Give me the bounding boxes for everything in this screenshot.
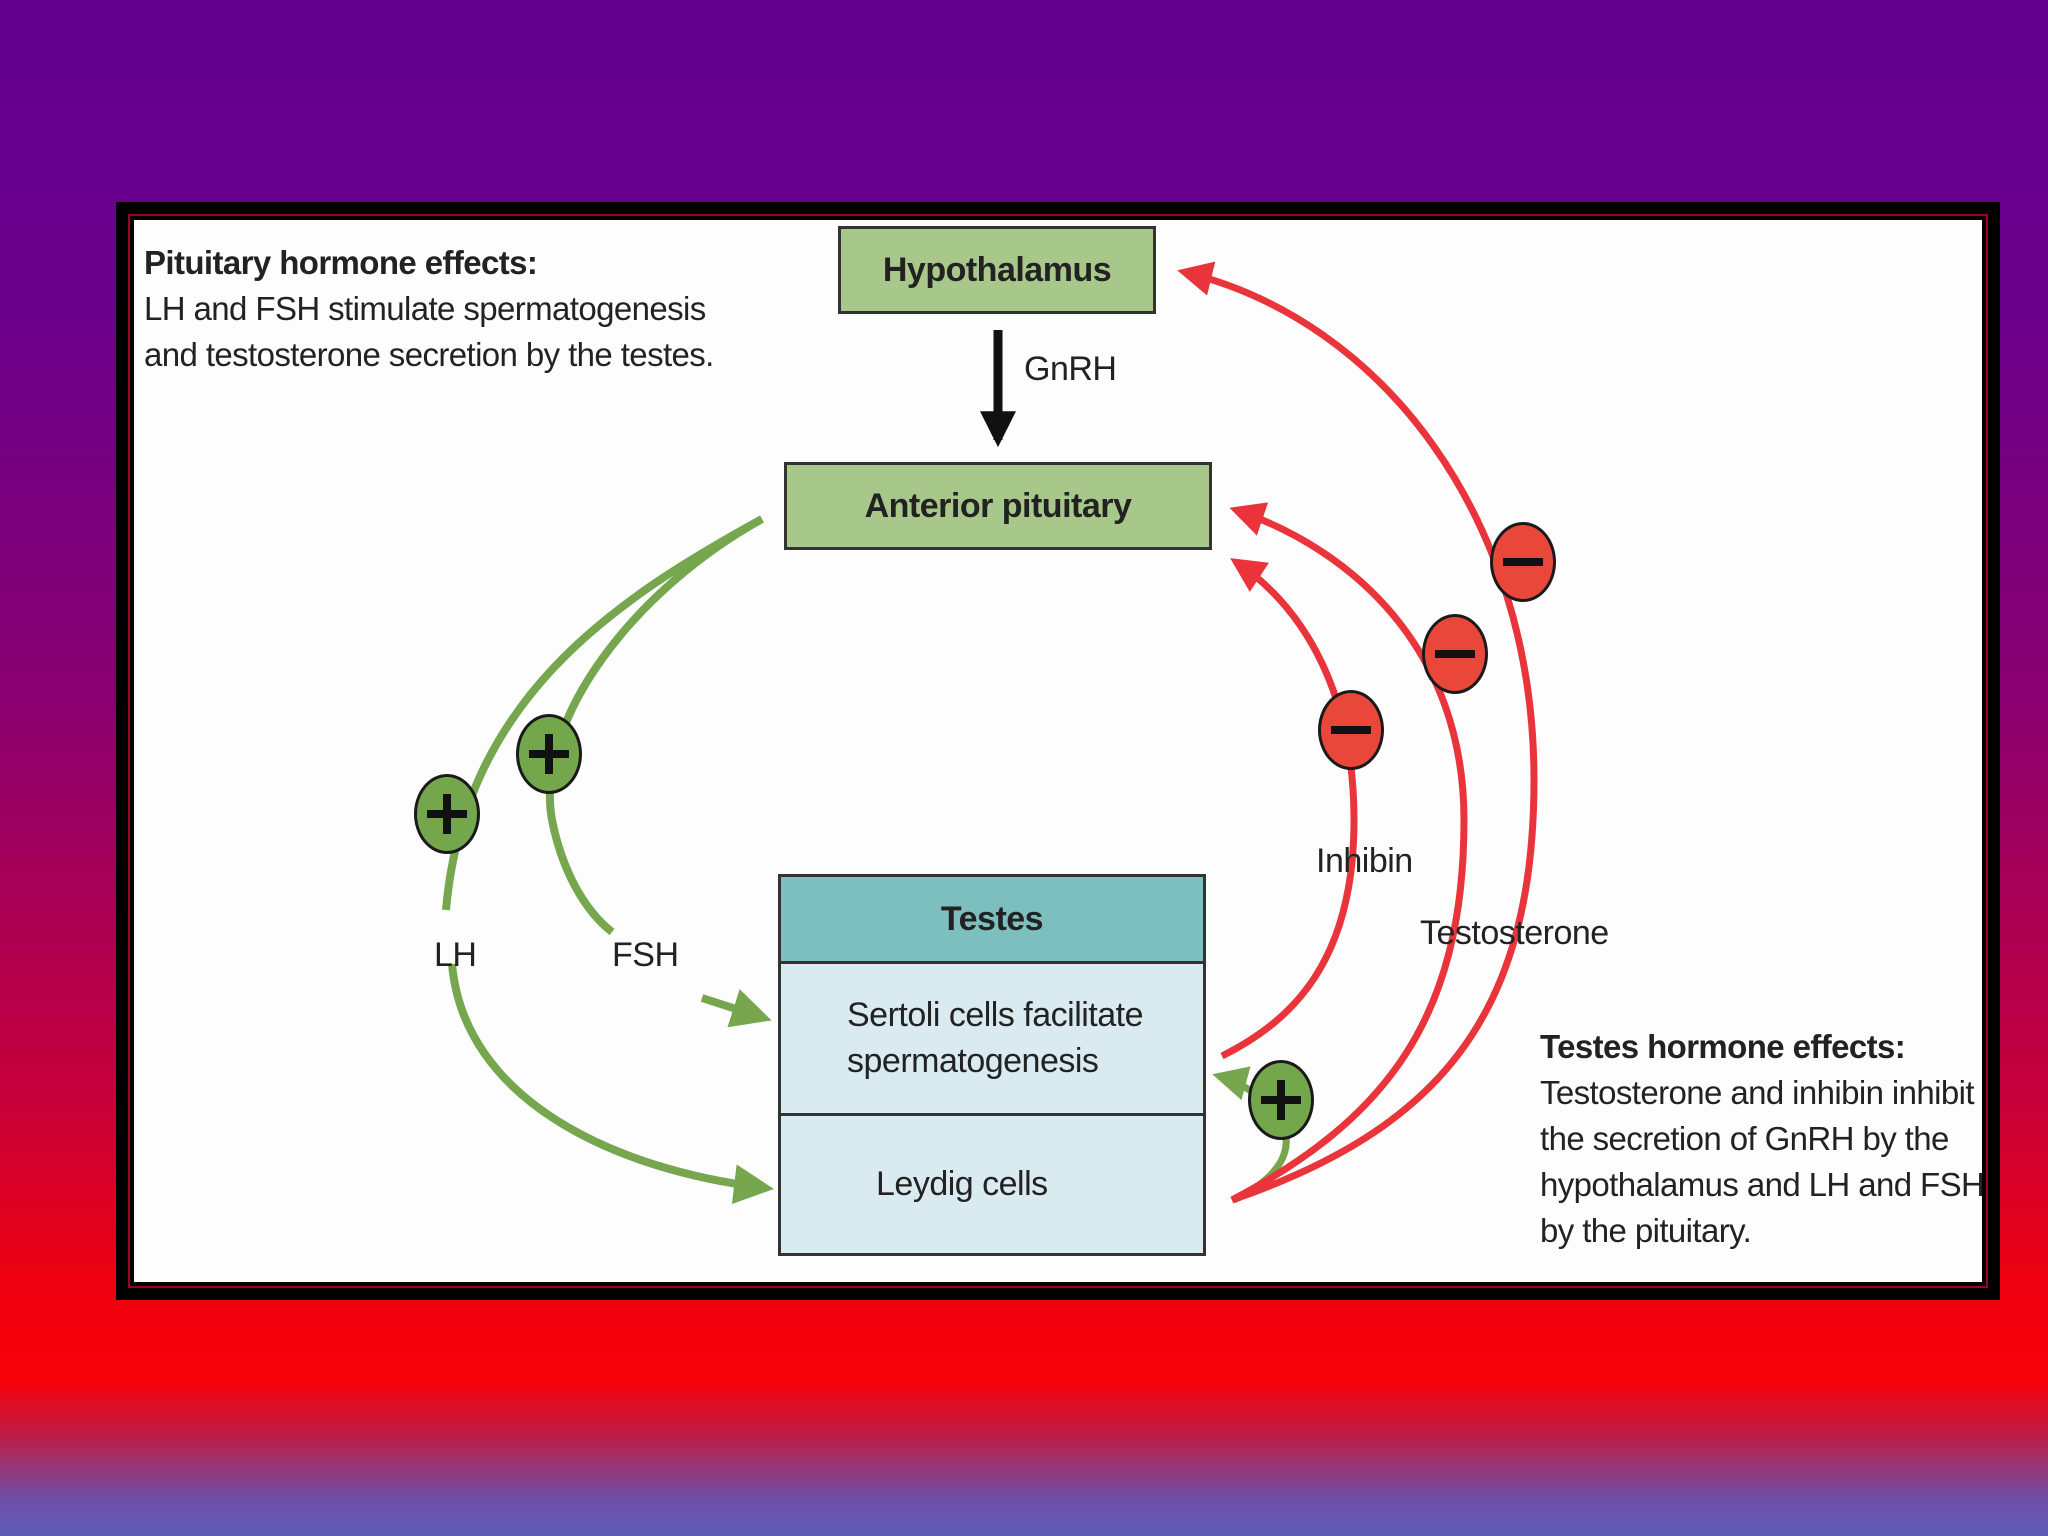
fsh-stimulation-plus-icon <box>516 714 582 794</box>
testes-box: Testes <box>778 874 1206 964</box>
testes-effects-note: Testes hormone effects: Testosterone and… <box>1540 1024 1982 1254</box>
testosterone-hypothalamus-minus-icon <box>1490 522 1556 602</box>
lh-label: LH <box>434 936 477 974</box>
slide-frame: Pituitary hormone effects: LH and FSH st… <box>116 202 2000 1300</box>
testes-effects-heading: Testes hormone effects: <box>1540 1028 1906 1065</box>
pituitary-effects-line: and testosterone secretion by the testes… <box>144 336 714 373</box>
testes-effects-line: by the pituitary. <box>1540 1212 1752 1249</box>
fsh-arrow-lower <box>700 989 772 1028</box>
testosterone-stimulation-plus-icon <box>1248 1060 1314 1140</box>
diagram-panel: Pituitary hormone effects: LH and FSH st… <box>134 220 1982 1282</box>
gnrh-label: GnRH <box>1024 350 1117 388</box>
testes-effects-line: the secretion of GnRH by the <box>1540 1120 1949 1157</box>
pituitary-effects-line: LH and FSH stimulate spermatogenesis <box>144 290 706 327</box>
lh-stimulation-plus-icon <box>414 774 480 854</box>
testes-effects-line: hypothalamus and LH and FSH <box>1540 1166 1982 1203</box>
lh-arrow-upper <box>442 515 764 911</box>
pituitary-effects-heading: Pituitary hormone effects: <box>144 244 538 281</box>
sertoli-cells-box: Sertoli cells facilitate spermatogenesis <box>778 961 1206 1116</box>
inhibin-arrow <box>1220 558 1358 1060</box>
sertoli-cells-label: Sertoli cells facilitate <box>847 995 1144 1034</box>
inhibin-label: Inhibin <box>1316 842 1413 880</box>
pituitary-effects-note: Pituitary hormone effects: LH and FSH st… <box>144 240 714 378</box>
anterior-pituitary-box: Anterior pituitary <box>784 462 1212 550</box>
testosterone-arrow-pituitary <box>1229 502 1468 1204</box>
fsh-label: FSH <box>612 936 679 974</box>
inhibin-inhibition-minus-icon <box>1318 690 1384 770</box>
sertoli-cells-label: spermatogenesis <box>847 1041 1099 1080</box>
hypothalamus-box: Hypothalamus <box>838 226 1156 314</box>
lh-arrow-lower <box>448 963 774 1205</box>
testes-effects-line: Testosterone and inhibin inhibit <box>1540 1074 1975 1111</box>
testosterone-arrow-hypothalamus <box>1177 261 1538 1204</box>
leydig-cells-box: Leydig cells <box>778 1113 1206 1256</box>
testosterone-label: Testosterone <box>1420 914 1609 952</box>
frame-border <box>128 214 1988 1288</box>
testosterone-pituitary-minus-icon <box>1422 614 1488 694</box>
